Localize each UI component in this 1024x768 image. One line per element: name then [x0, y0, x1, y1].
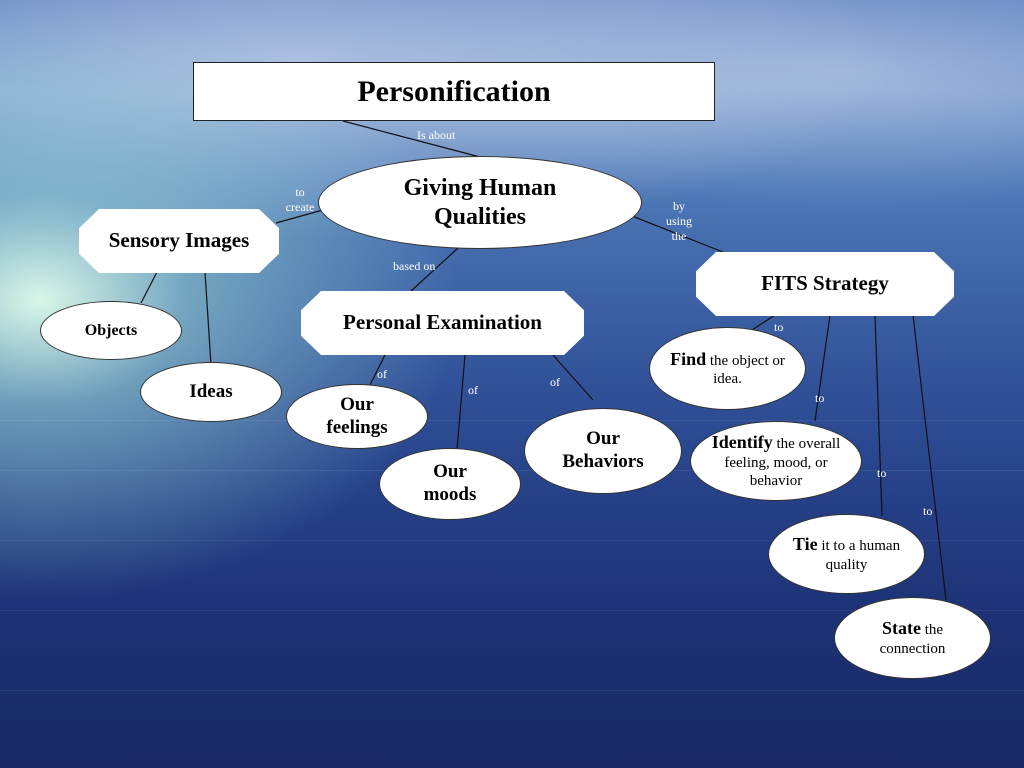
edge-sensory-objects — [140, 271, 158, 304]
edge-fits-identify — [814, 314, 831, 422]
node-tie-bold: Tie — [792, 534, 818, 555]
node-our-behaviors: Our Behaviors — [524, 408, 682, 494]
edge-label-of-feelings: of — [377, 367, 387, 381]
node-find: Find the object or idea. — [649, 327, 806, 410]
node-state-bold: State — [881, 618, 921, 639]
node-state-text: State the connection — [865, 618, 960, 658]
edge-personal-feelings — [369, 354, 386, 386]
node-ideas: Ideas — [140, 362, 282, 422]
node-giving-human-qualities: Giving Human Qualities — [318, 156, 642, 249]
edge-label-to-find: to — [774, 320, 784, 334]
node-find-rest: the object or idea. — [706, 352, 785, 388]
node-sensory-label: Sensory Images — [108, 228, 250, 253]
edge-label-to-identify: to — [815, 391, 825, 405]
edge-title-giving — [342, 120, 481, 158]
node-our-moods: Our moods — [379, 448, 521, 520]
node-giving-label: Giving Human Qualities — [403, 174, 557, 230]
edge-fits-state — [912, 314, 947, 601]
node-our-feelings: Our feelings — [286, 384, 428, 449]
node-personal-examination: Personal Examination — [301, 291, 584, 355]
edge-giving-personal — [409, 247, 459, 293]
edge-fits-tie — [874, 314, 883, 517]
node-feelings-label: Our feelings — [326, 393, 388, 438]
node-sensory-images: Sensory Images — [79, 209, 279, 273]
edge-label-of-moods: of — [468, 383, 478, 397]
edge-sensory-ideas — [204, 271, 212, 366]
node-objects-label: Objects — [84, 321, 138, 339]
node-ideas-label: Ideas — [189, 380, 233, 402]
node-identify-rest: the overall feeling, mood, or behavior — [724, 436, 841, 489]
node-behaviors-label: Our Behaviors — [562, 428, 644, 472]
node-objects: Objects — [40, 301, 182, 360]
node-tie-text: Tie it to a human quality — [791, 534, 902, 574]
edge-label-of-behaviors: of — [550, 375, 560, 389]
node-identify-text: Identify the overall feeling, mood, or b… — [705, 432, 847, 490]
node-fits-strategy: FITS Strategy — [696, 252, 954, 316]
edge-label-to-tie: to — [877, 466, 887, 480]
edge-label-is-about: Is about — [417, 128, 456, 142]
node-find-text: Find the object or idea. — [668, 349, 787, 389]
node-fits-label: FITS Strategy — [761, 271, 889, 296]
edge-label-to-create: to create — [285, 185, 315, 214]
edge-personal-behaviors — [552, 354, 594, 401]
node-state-rest: the connection — [879, 622, 946, 657]
node-find-bold: Find — [670, 348, 707, 369]
node-tie-rest: it to a human quality — [817, 538, 901, 573]
edge-fits-find — [751, 314, 776, 331]
node-personal-label: Personal Examination — [343, 310, 542, 335]
node-tie: Tie it to a human quality — [768, 514, 925, 594]
edge-personal-moods — [456, 354, 466, 451]
node-identify: Identify the overall feeling, mood, or b… — [690, 421, 862, 501]
edge-giving-fits — [631, 215, 729, 255]
node-moods-label: Our moods — [423, 461, 477, 505]
title-text: Personification — [357, 74, 551, 108]
title-box: Personification — [193, 62, 715, 121]
edge-label-by-using-the: by using the — [665, 199, 692, 243]
node-identify-bold: Identify — [711, 432, 773, 453]
node-state: State the connection — [834, 597, 991, 679]
edge-label-to-state: to — [923, 504, 933, 518]
edge-label-based-on: based on — [393, 259, 436, 273]
